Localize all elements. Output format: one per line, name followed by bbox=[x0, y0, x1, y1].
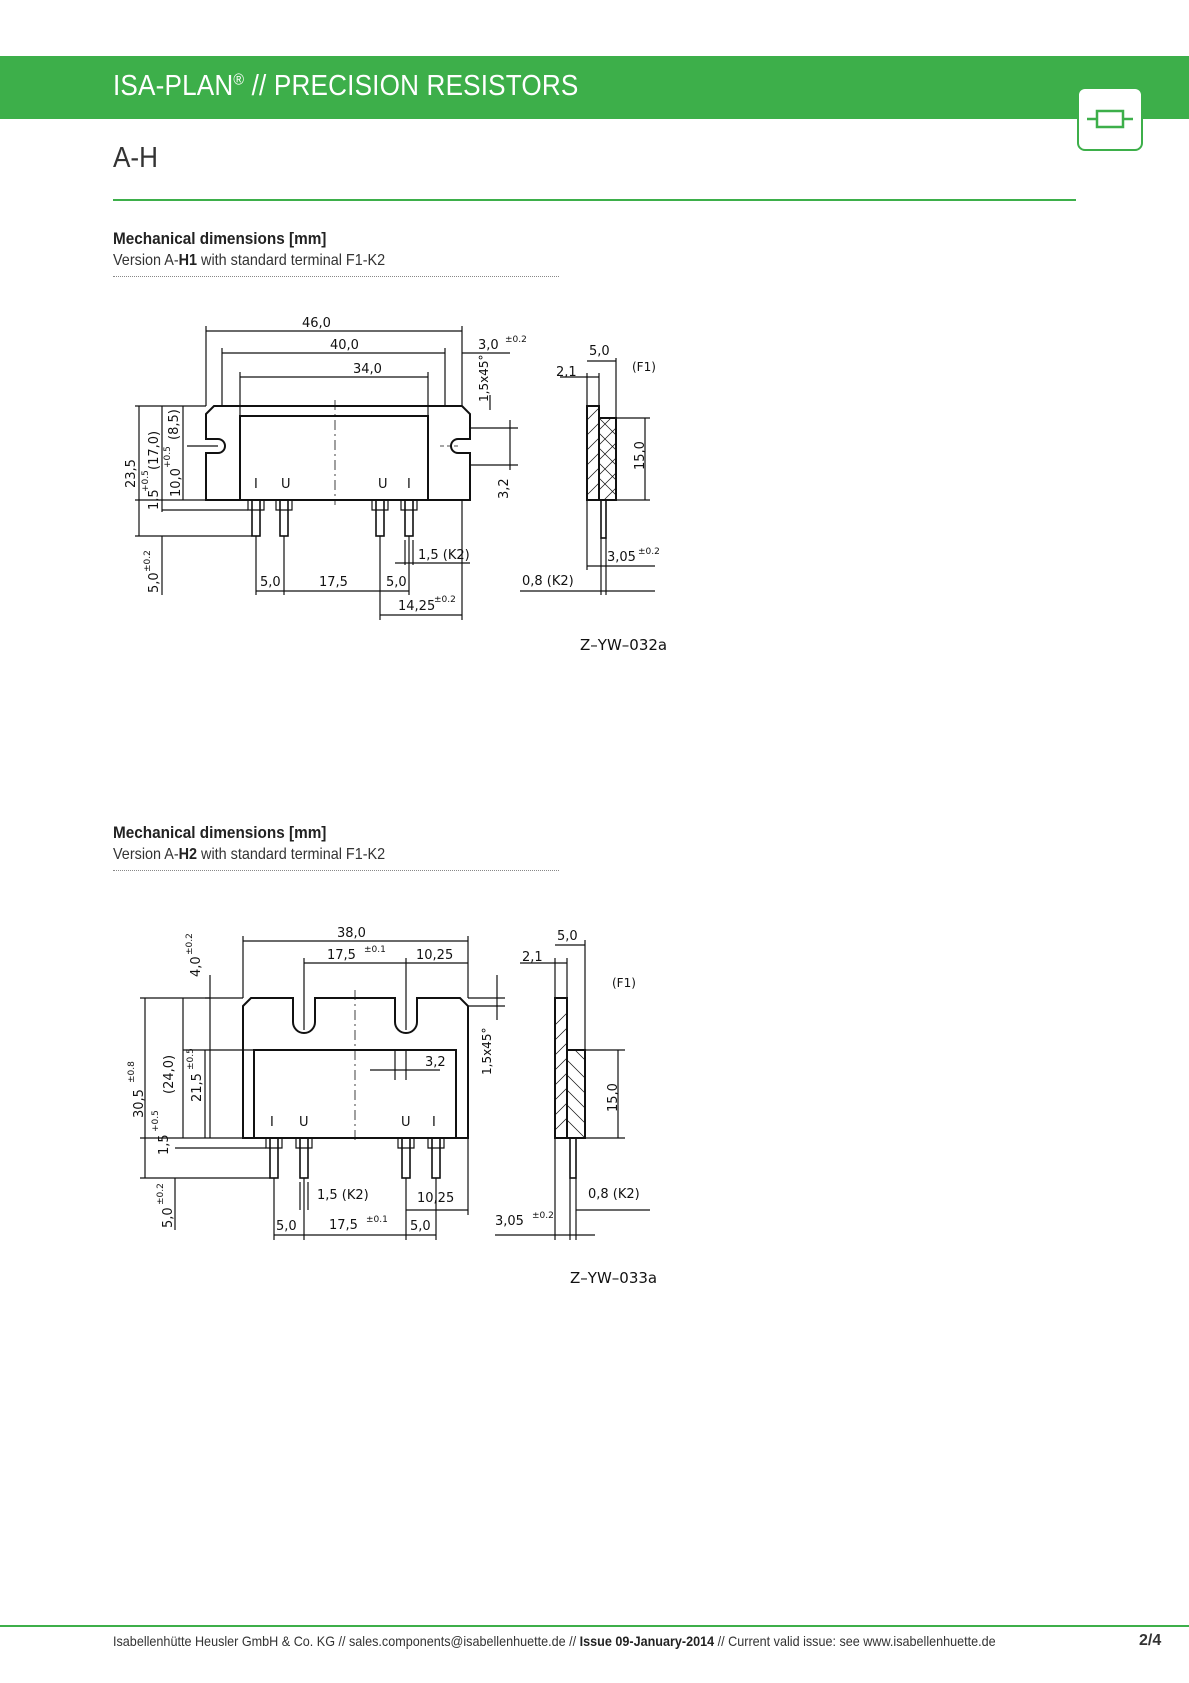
dim-40: 40,0 bbox=[330, 338, 359, 353]
dim-pin-5a: 5,0 bbox=[260, 575, 281, 590]
side-dim-3-05-h2-tol: ±0.2 bbox=[532, 1211, 554, 1221]
dim-10-25: 10,25 bbox=[416, 948, 453, 963]
side-dim-3-05-h2: 3,05 bbox=[495, 1214, 524, 1229]
dim-3-2: 3,2 bbox=[497, 478, 512, 499]
dim-46: 46,0 bbox=[302, 316, 331, 331]
dim-1-5-tol: +0.5 bbox=[141, 470, 151, 492]
dim-10-tol: +0.5 bbox=[163, 446, 173, 468]
section2-version-code: H2 bbox=[178, 846, 198, 863]
side-dim-0-8-h2: 0,8 (K2) bbox=[588, 1187, 640, 1202]
dim-34: 34,0 bbox=[353, 362, 382, 377]
dim-1-5-k2: 1,5 (K2) bbox=[418, 548, 470, 563]
section2-dotted-rule bbox=[113, 870, 559, 871]
drawing-id-h2: Z–YW–033a bbox=[570, 1269, 657, 1287]
dim-5-h2: 5,0 bbox=[161, 1207, 176, 1228]
footer-company: Isabellenhütte Heusler GmbH & Co. KG // … bbox=[113, 1633, 580, 1649]
side-dim-2-1: 2,1 bbox=[556, 365, 577, 380]
dim-8-5: (8,5) bbox=[167, 409, 182, 440]
dim-21-5-tol: ±0.5 bbox=[186, 1048, 196, 1070]
title-divider bbox=[113, 199, 1076, 201]
dim-pin-5b-h2: 5,0 bbox=[410, 1219, 431, 1234]
dim-10-25-bottom: 10,25 bbox=[417, 1191, 454, 1206]
section1-dotted-rule bbox=[113, 276, 559, 277]
drawing-h1: 46,0 40,0 34,0 3,0 ±0.2 1,5x45° 23,5 (17… bbox=[124, 316, 667, 654]
dim-14-25: 14,25 bbox=[398, 599, 435, 614]
dim-24: (24,0) bbox=[162, 1055, 177, 1094]
dim-4: 4,0 bbox=[189, 956, 204, 977]
drawing-h2: 38,0 17,5 ±0.1 10,25 4,0 ±0.2 1,5x45° 30… bbox=[127, 926, 657, 1287]
dim-1-5-k2-h2: 1,5 (K2) bbox=[317, 1188, 369, 1203]
dim-17-5: 17,5 bbox=[327, 948, 356, 963]
registered-mark: ® bbox=[233, 71, 245, 89]
dim-17: (17,0) bbox=[147, 431, 162, 470]
resistor-icon bbox=[1077, 87, 1143, 151]
dim-38: 38,0 bbox=[337, 926, 366, 941]
dim-30-5-tol: ±0.8 bbox=[127, 1061, 137, 1083]
pin-label-u-right: U bbox=[378, 477, 388, 492]
page-number: 2/4 bbox=[1139, 1632, 1162, 1649]
side-dim-5-h2: 5,0 bbox=[557, 929, 578, 944]
dim-3-2-h2: 3,2 bbox=[425, 1055, 446, 1070]
side-dim-5: 5,0 bbox=[589, 344, 610, 359]
side-dim-3-05: 3,05 bbox=[607, 550, 636, 565]
dim-5-h2-tol: ±0.2 bbox=[156, 1183, 166, 1205]
header-title-main: ISA-PLAN bbox=[113, 70, 234, 102]
section1-version-code: H1 bbox=[178, 252, 198, 269]
pin-label-u-right-2: U bbox=[401, 1115, 411, 1130]
dim-pin-17-5-tol: ±0.1 bbox=[366, 1215, 388, 1225]
side-dim-15: 15,0 bbox=[633, 441, 648, 470]
pin-label-u-left: U bbox=[281, 477, 291, 492]
side-dim-15-h2: 15,0 bbox=[606, 1083, 621, 1112]
footer-divider bbox=[0, 1625, 1189, 1627]
side-label-f1-h2: (F1) bbox=[612, 976, 636, 990]
dim-1-5: 1,5 bbox=[147, 489, 162, 510]
dim-1-5-h2-tol: +0.5 bbox=[151, 1110, 161, 1132]
product-subtitle: A-H bbox=[113, 142, 158, 174]
pin-label-i-left-2: I bbox=[270, 1115, 274, 1130]
section2-version: Version A-H2 with standard terminal F1-K… bbox=[113, 846, 385, 864]
section1-version: Version A-H1 with standard terminal F1-K… bbox=[113, 252, 385, 270]
dim-23-5: 23,5 bbox=[124, 459, 139, 488]
dim-10: 10,0 bbox=[169, 468, 184, 497]
dim-pin-17-5-h2: 17,5 bbox=[329, 1218, 358, 1233]
section2-version-suffix: with standard terminal F1-K2 bbox=[197, 846, 386, 863]
pin-label-i-right-2: I bbox=[432, 1115, 436, 1130]
section2-title: Mechanical dimensions [mm] bbox=[113, 823, 327, 842]
dim-pin-5b: 5,0 bbox=[386, 575, 407, 590]
footer-text: Isabellenhütte Heusler GmbH & Co. KG // … bbox=[113, 1633, 996, 1649]
header-title-rest: // PRECISION RESISTORS bbox=[244, 70, 579, 102]
dim-3: 3,0 bbox=[478, 338, 499, 353]
dim-14-25-tol: ±0.2 bbox=[434, 595, 456, 605]
pin-label-u-left-2: U bbox=[299, 1115, 309, 1130]
footer-rest: // Current valid issue: see www.isabelle… bbox=[714, 1633, 996, 1649]
pin-label-i-right: I bbox=[407, 477, 411, 492]
side-dim-0-8: 0,8 (K2) bbox=[522, 574, 574, 589]
header-bar bbox=[0, 56, 1189, 119]
side-dim-2-1-h2: 2,1 bbox=[522, 950, 543, 965]
dim-pin-5a-h2: 5,0 bbox=[276, 1219, 297, 1234]
dim-3-tol: ±0.2 bbox=[505, 335, 527, 345]
dim-chamfer-2: 1,5x45° bbox=[480, 1028, 494, 1075]
dim-5-tol: ±0.2 bbox=[143, 550, 153, 572]
dim-21-5: 21,5 bbox=[190, 1073, 205, 1102]
dim-pin-17-5: 17,5 bbox=[319, 575, 348, 590]
section2-version-prefix: Version A- bbox=[113, 846, 179, 863]
side-label-f1: (F1) bbox=[632, 360, 656, 374]
section1-version-suffix: with standard terminal F1-K2 bbox=[197, 252, 386, 269]
dim-chamfer: 1,5x45° bbox=[477, 355, 491, 402]
dim-30-5: 30,5 bbox=[132, 1089, 147, 1118]
footer-issue: Issue 09-January-2014 bbox=[579, 1633, 715, 1649]
dim-17-5-tol: ±0.1 bbox=[364, 945, 386, 955]
drawing-id-h1: Z–YW–032a bbox=[580, 636, 667, 654]
section1-version-prefix: Version A- bbox=[113, 252, 179, 269]
dim-4-tol: ±0.2 bbox=[185, 933, 195, 955]
dim-5: 5,0 bbox=[147, 572, 162, 593]
dim-1-5-h2: 1,5 bbox=[157, 1134, 172, 1155]
side-dim-3-05-tol: ±0.2 bbox=[638, 547, 660, 557]
page-header-title: ISA-PLAN® // PRECISION RESISTORS bbox=[113, 70, 579, 103]
pin-label-i-left: I bbox=[254, 477, 258, 492]
section1-title: Mechanical dimensions [mm] bbox=[113, 229, 327, 248]
